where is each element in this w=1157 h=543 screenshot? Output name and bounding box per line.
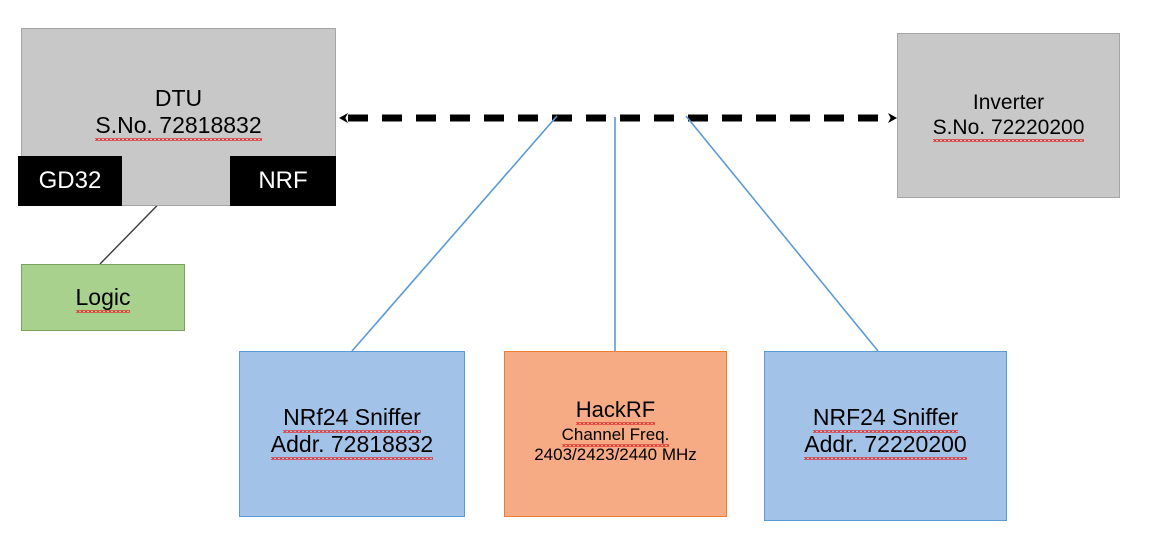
hackrf-frequencies: 2403/2423/2440 MHz — [534, 445, 697, 464]
node-sniffer-left[interactable]: NRf24 Sniffer Addr. 72818832 — [239, 351, 465, 517]
hackrf-label: HackRF — [575, 397, 656, 425]
dtu-serial: S.No. 72818832 — [95, 112, 262, 142]
node-logic-analyzer[interactable]: Logic — [21, 264, 185, 331]
hackrf-sublabel-text: Channel Freq. — [561, 424, 670, 448]
hackrf-sublabel: Channel Freq. — [561, 424, 670, 448]
logic-label-text: Logic — [75, 283, 131, 314]
hackrf-label-text: HackRF — [575, 397, 656, 425]
inverter-serial-text: S.No. 72220200 — [932, 115, 1085, 143]
sniffer-right-label-text: NRF24 Sniffer — [812, 404, 959, 434]
sniffer-right-address: Addr. 72220200 — [804, 431, 968, 461]
node-gd32[interactable]: GD32 — [18, 156, 122, 206]
sniffer-left-address: Addr. 72818832 — [270, 431, 434, 461]
logic-label: Logic — [75, 283, 131, 314]
sniffer-left-label-text: NRf24 Sniffer — [283, 404, 421, 434]
dtu-serial-text: S.No. 72818832 — [95, 112, 262, 142]
dtu-label: DTU — [154, 85, 203, 111]
gd32-label: GD32 — [38, 166, 102, 194]
connector-sniffer-left-tap — [351, 115, 558, 352]
node-hackrf[interactable]: HackRF Channel Freq. 2403/2423/2440 MHz — [504, 351, 727, 517]
node-nrf[interactable]: NRF — [230, 156, 336, 206]
sniffer-left-label: NRf24 Sniffer — [283, 404, 421, 434]
nrf-label: NRF — [258, 166, 308, 194]
connector-sniffer-right-tap — [685, 115, 879, 352]
inverter-label: Inverter — [972, 90, 1045, 114]
node-inverter[interactable]: Inverter S.No. 72220200 — [897, 33, 1120, 198]
sniffer-right-label: NRF24 Sniffer — [812, 404, 959, 434]
node-sniffer-right[interactable]: NRF24 Sniffer Addr. 72220200 — [764, 351, 1007, 521]
sniffer-left-address-text: Addr. 72818832 — [270, 431, 434, 461]
sniffer-right-address-text: Addr. 72220200 — [804, 431, 968, 461]
inverter-serial: S.No. 72220200 — [932, 115, 1085, 143]
